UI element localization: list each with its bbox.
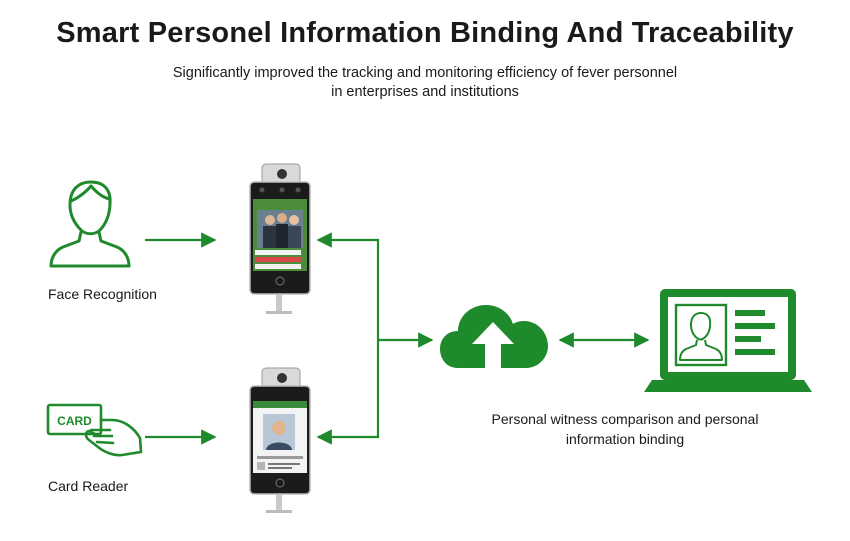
subtitle-line-1: Significantly improved the tracking and … — [172, 65, 678, 81]
card-hand-icon — [46, 403, 143, 457]
binding-label-line-1: Personal witness comparison and personal — [491, 411, 759, 427]
arrows — [145, 232, 650, 445]
page-title: Smart Personel Information Binding And T… — [56, 17, 794, 49]
card-text: CARD — [57, 414, 92, 428]
terminal-device-bottom — [249, 367, 311, 513]
cloud-upload-icon — [440, 305, 548, 368]
subtitle-line-2: in enterprises and institutions — [331, 84, 519, 100]
arrow-hub-to-bottom-device — [316, 340, 380, 445]
card-reader-label: Card Reader — [48, 478, 129, 494]
person-icon — [49, 180, 131, 268]
arrow-hub-to-top-device — [316, 232, 380, 340]
terminal-device-top — [249, 163, 311, 314]
binding-label: Personal witness comparison and personal… — [470, 409, 780, 449]
binding-label-line-2: information binding — [565, 431, 685, 447]
page-subtitle: Significantly improved the tracking and … — [0, 64, 850, 102]
face-recognition-label: Face Recognition — [48, 286, 157, 302]
laptop-profile-icon — [644, 289, 812, 392]
